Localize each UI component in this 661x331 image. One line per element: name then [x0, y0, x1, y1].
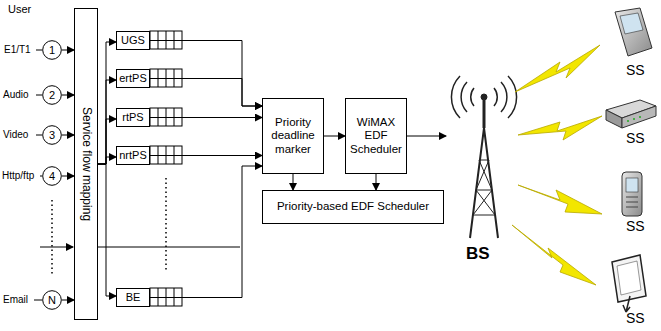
column-heading: User: [8, 3, 31, 15]
traffic-label: Email: [3, 294, 28, 305]
connector: [62, 95, 74, 96]
queue-box: BE: [116, 288, 150, 307]
user-circle: 1: [42, 40, 62, 60]
ss-mobile: [622, 172, 642, 216]
station-label: SS: [626, 310, 645, 326]
node-text: nrtPS: [119, 149, 147, 162]
connector: [62, 300, 74, 301]
user-circle: 3: [42, 125, 62, 145]
node-text: Priority deadline marker: [266, 116, 320, 156]
connector: [324, 136, 345, 137]
node-text: N: [48, 294, 56, 307]
user-circle: 2: [42, 85, 62, 105]
station-label: SS: [626, 130, 645, 146]
ss-pda: [612, 255, 646, 312]
connector: [62, 50, 74, 51]
connector: [150, 155, 262, 156]
station-label: SS: [626, 218, 645, 234]
node-text: BE: [126, 291, 141, 304]
traffic-label: E1/T1: [4, 44, 31, 55]
connector: [150, 41, 262, 107]
to-bs-arrow: [407, 136, 446, 137]
station-label: BS: [466, 244, 490, 264]
connector: [293, 174, 294, 190]
node-text: UGS: [121, 34, 145, 47]
queue-box: rtPS: [116, 108, 150, 127]
node-text: rtPS: [122, 111, 143, 124]
scheduler-box: Priority-based EDF Scheduler: [262, 190, 444, 224]
marker-box: Priority deadline marker: [262, 98, 324, 174]
node-text: 4: [49, 170, 55, 183]
connector: [376, 174, 377, 190]
connector: [98, 42, 116, 164]
connector: [98, 157, 116, 164]
connector: [98, 80, 116, 164]
connector: [98, 119, 116, 164]
traffic-label: Audio: [3, 89, 29, 100]
queue-box: nrtPS: [116, 146, 150, 165]
connector: [62, 176, 74, 177]
connector: [150, 166, 262, 298]
node-text: WiMAX EDF Scheduler: [349, 116, 403, 156]
input-lines: [34, 50, 42, 300]
traffic-label: Video: [3, 129, 28, 140]
queue-cells: [150, 31, 182, 306]
station-label: SS: [626, 62, 645, 78]
ss-phone: [615, 8, 652, 56]
user-circle: 4: [42, 166, 62, 186]
traffic-label: Http/ftp: [2, 170, 34, 181]
node-text: Service flow mapping: [79, 107, 93, 221]
continuation-arrows: [40, 247, 240, 248]
connector: [150, 117, 262, 118]
node-text: 1: [49, 44, 55, 57]
mapping-box: Service flow mapping: [74, 8, 98, 320]
queue-box: ertPS: [116, 69, 150, 88]
connector: [62, 135, 74, 136]
node-text: 2: [49, 89, 55, 102]
queue-box: UGS: [116, 31, 150, 50]
connector: [150, 79, 262, 107]
node-text: Priority-based EDF Scheduler: [277, 200, 429, 213]
bs-tower: [451, 76, 516, 238]
user-circle: N: [42, 290, 62, 310]
wireless-links: [512, 45, 602, 285]
scheduler-box: WiMAX EDF Scheduler: [345, 98, 407, 174]
node-text: ertPS: [119, 72, 147, 85]
continuation-dots: [52, 178, 166, 275]
ss-router: [606, 100, 656, 128]
connector: [98, 164, 116, 296]
node-text: 3: [49, 129, 55, 142]
